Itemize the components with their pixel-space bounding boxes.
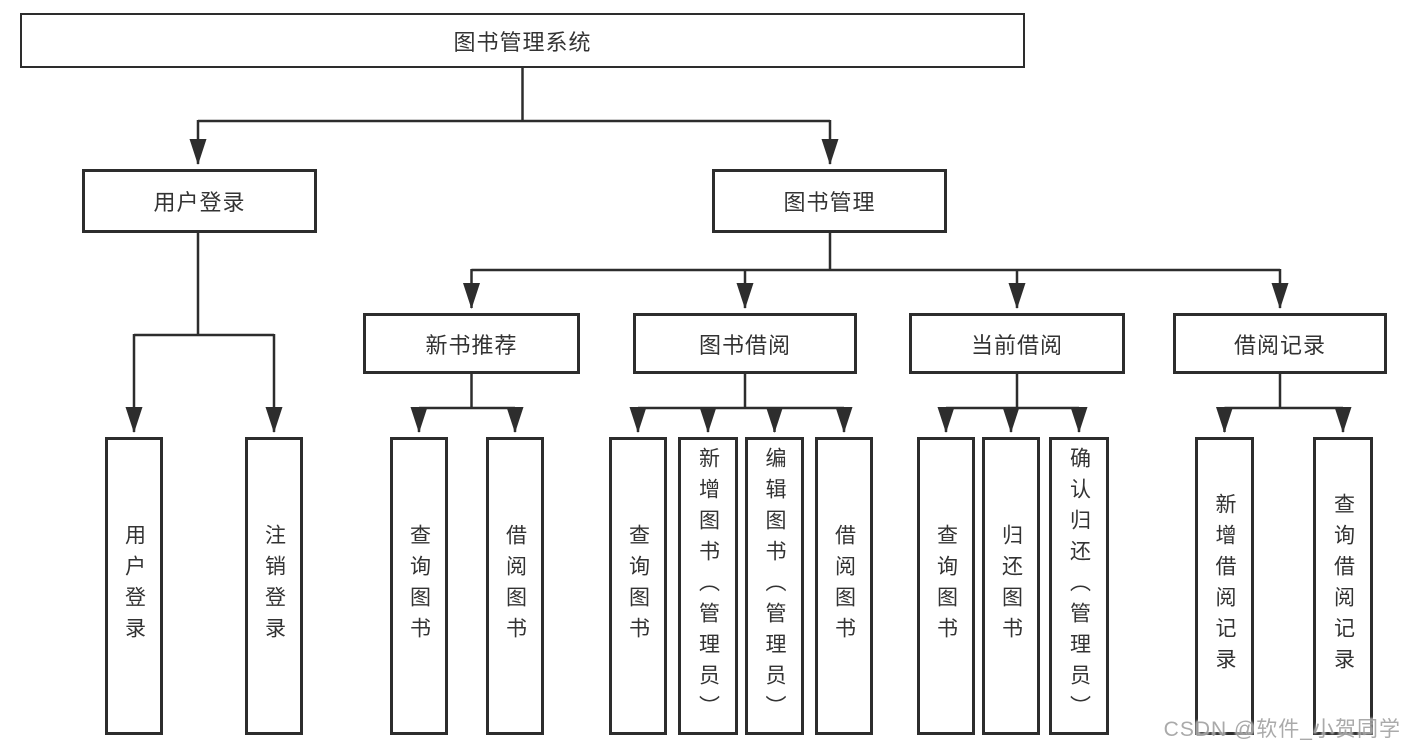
node-label: 归还图书 — [999, 524, 1023, 648]
node-label: 新增借阅记录 — [1213, 493, 1236, 679]
node-current-borrowing: 当前借阅 — [909, 313, 1125, 374]
node-new-book-recommend: 新书推荐 — [363, 313, 580, 374]
node-return-books: 归还图书 — [982, 437, 1040, 735]
node-logout: 注销登录 — [245, 437, 303, 735]
node-label: 查询借阅记录 — [1331, 493, 1355, 679]
node-borrowing-records: 借阅记录 — [1173, 313, 1387, 374]
node-label: 当前借阅 — [970, 332, 1063, 358]
node-query-books-borrowing: 查询图书 — [609, 437, 667, 735]
node-label: 用户登录 — [153, 190, 246, 215]
node-label: 编辑图书（管理员） — [763, 446, 786, 726]
node-library-management-system: 图书管理系统 — [20, 13, 1025, 68]
node-query-books-current: 查询图书 — [917, 437, 975, 735]
node-query-borrow-record: 查询借阅记录 — [1313, 437, 1373, 735]
node-label: 新增图书（管理员） — [696, 446, 720, 726]
csdn-watermark: CSDN @软件_小贺同学 — [1163, 718, 1401, 741]
node-label: 借阅记录 — [1233, 332, 1326, 358]
node-confirm-return-admin: 确认归还（管理员） — [1049, 437, 1109, 735]
node-book-borrowing: 图书借阅 — [633, 313, 857, 374]
node-add-books-admin: 新增图书（管理员） — [678, 437, 738, 735]
node-label: 查询图书 — [626, 524, 650, 648]
node-label: 借阅图书 — [832, 524, 856, 648]
node-label: 查询图书 — [934, 524, 958, 648]
node-borrow-books-borrowing: 借阅图书 — [815, 437, 873, 735]
node-label: 图书管理 — [783, 190, 876, 215]
node-label: 确认归还（管理员） — [1067, 446, 1091, 726]
node-add-borrow-record: 新增借阅记录 — [1195, 437, 1254, 735]
node-login: 用户登录 — [105, 437, 163, 735]
node-book-management: 图书管理 — [712, 169, 947, 233]
node-label: 借阅图书 — [503, 524, 527, 648]
node-user-login: 用户登录 — [82, 169, 317, 233]
node-label: 新书推荐 — [425, 332, 518, 358]
node-label: 查询图书 — [407, 524, 431, 648]
node-query-books-recommend: 查询图书 — [390, 437, 448, 735]
node-label: 注销登录 — [262, 524, 286, 648]
node-label: 用户登录 — [122, 524, 146, 648]
node-label: 图书借阅 — [698, 332, 791, 358]
node-edit-books-admin: 编辑图书（管理员） — [745, 437, 804, 735]
node-borrow-books-recommend: 借阅图书 — [486, 437, 544, 735]
node-label: 图书管理系统 — [453, 29, 592, 55]
